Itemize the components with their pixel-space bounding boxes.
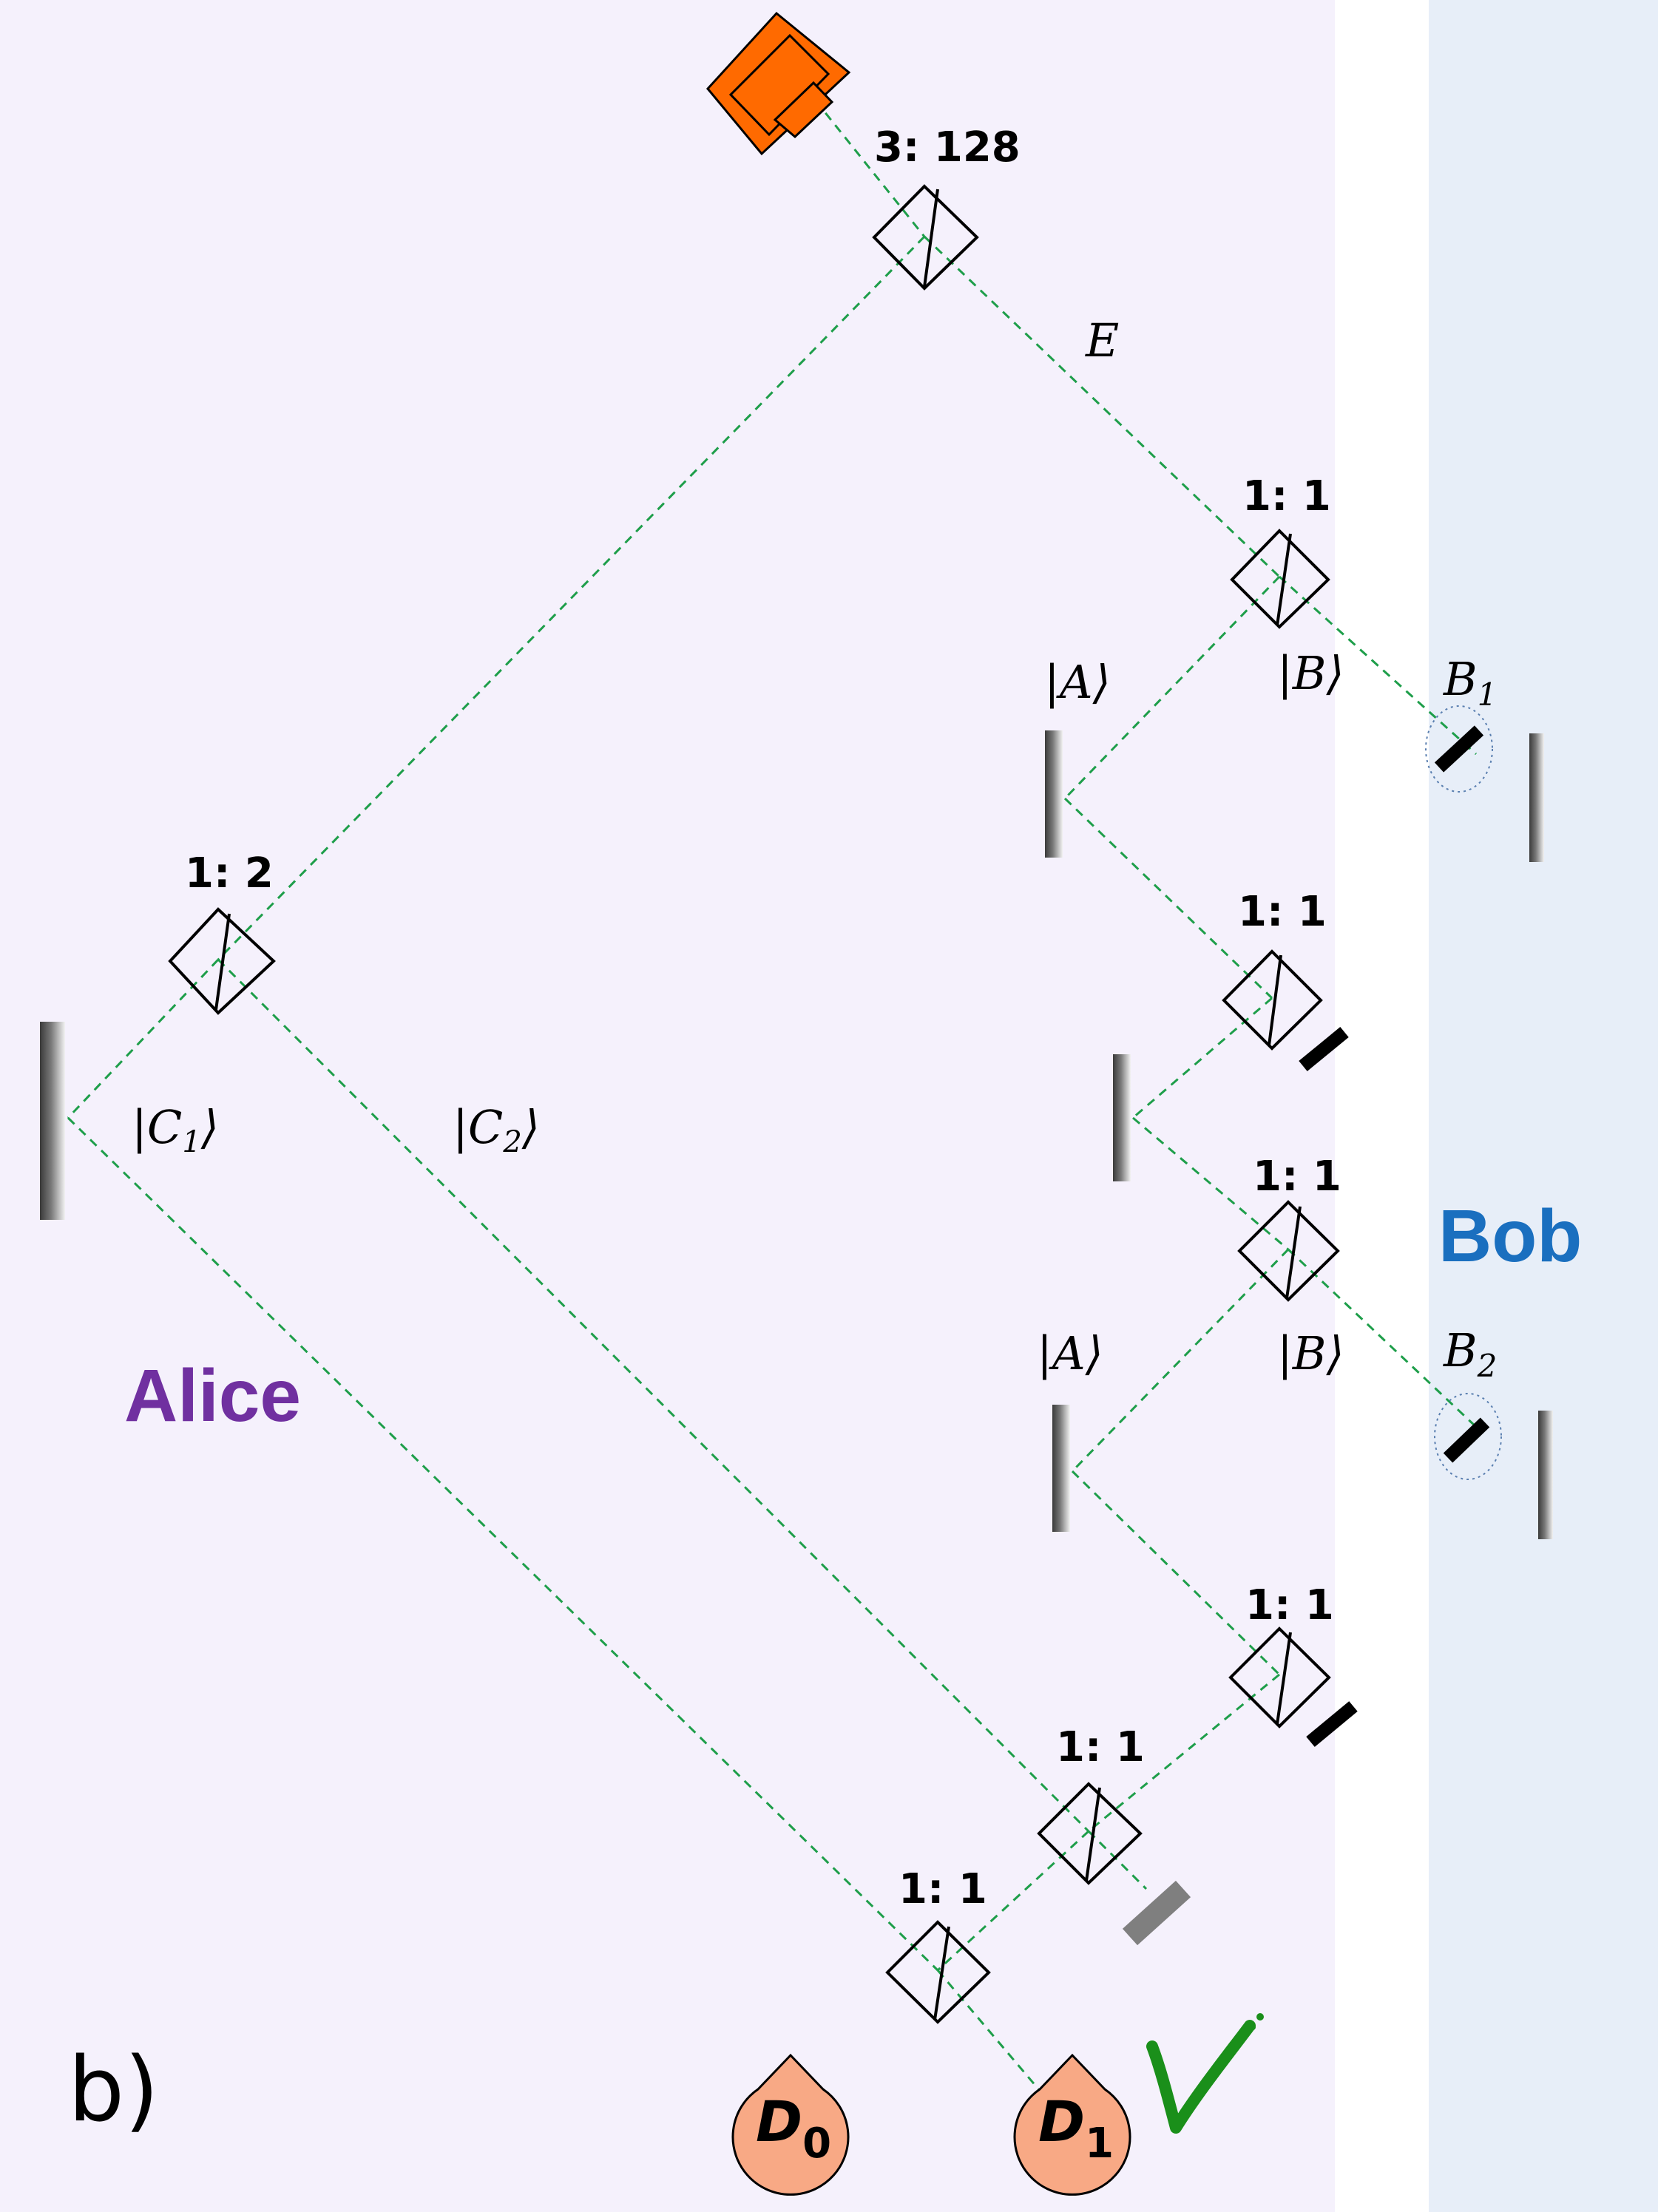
- label-B2: |B⟩: [1277, 1326, 1344, 1380]
- mirror: [1529, 733, 1544, 862]
- party-label-alice: Alice: [124, 1354, 301, 1437]
- mirror: [1052, 1405, 1070, 1532]
- beam-blocker: [1306, 1701, 1358, 1747]
- splitter-ratio: 1: 1: [1238, 888, 1327, 936]
- party-label-bob: Bob: [1438, 1195, 1582, 1278]
- beam-A2-return: [1071, 1470, 1281, 1676]
- beam-B2-arm: [1287, 1248, 1478, 1428]
- beam-splitter: [1037, 1782, 1143, 1885]
- bob-blocker-marker: [1425, 705, 1493, 793]
- beam-A1-arm: [1063, 575, 1281, 800]
- beam-B1-arm: [1278, 575, 1478, 756]
- label-C2: |C2⟩: [453, 1100, 540, 1159]
- label-C1: |C1⟩: [132, 1100, 219, 1159]
- splitter-ratio: 1: 1: [1245, 1581, 1334, 1629]
- mirror: [1045, 730, 1063, 858]
- splitter-ratio: 1: 2: [185, 849, 274, 898]
- alice-region: [0, 0, 1335, 2212]
- beam-splitter: [885, 1920, 991, 2024]
- splitter-ratio: 1: 1: [1056, 1723, 1145, 1771]
- checkmark-icon: [1146, 2020, 1256, 2134]
- detector-icon: [1013, 2053, 1131, 2196]
- bob-region: [1429, 0, 1658, 2212]
- beam-A2-arm: [1071, 1248, 1290, 1473]
- mirror: [1113, 1054, 1131, 1181]
- beam-splitter: [168, 907, 276, 1015]
- beam-to-merge: [1088, 1673, 1280, 1833]
- mirror: [40, 1022, 65, 1220]
- svg-text:D1: D1: [1038, 2089, 1114, 2168]
- splitter-ratio: 1: 1: [1253, 1153, 1341, 1201]
- label-B2-blocker: B2: [1443, 1323, 1497, 1384]
- beam-dump: [1122, 1880, 1191, 1946]
- splitter-ratio: 1: 1: [1242, 472, 1331, 520]
- beam-C1-return: [67, 1116, 939, 1972]
- label-A2: |A⟩: [1037, 1326, 1103, 1380]
- beam-merge-out: [1087, 1830, 1148, 1890]
- beam-paths: [67, 88, 1478, 2102]
- beam-final-to-D1: [936, 1970, 1050, 2102]
- mirror: [1538, 1411, 1553, 1539]
- beam-to-alice-arm: [217, 235, 926, 961]
- gap-region: [1335, 0, 1429, 2212]
- detector-D0: D0: [731, 2053, 850, 2196]
- beam-source-to-bs: [805, 88, 926, 237]
- label-A1: |A⟩: [1044, 655, 1111, 709]
- checkmark-dot: [1250, 2024, 1256, 2030]
- label-E: E: [1085, 313, 1119, 367]
- bob-blocker-marker: [1434, 1393, 1502, 1480]
- label-B1: |B⟩: [1277, 646, 1344, 700]
- beam-splitter: [1222, 949, 1323, 1051]
- splitter-ratio: 3: 128: [874, 123, 1021, 172]
- laser-source-icon: [706, 11, 851, 156]
- splitter-ratio: 1: 1: [899, 1865, 987, 1913]
- beam-splitter: [1228, 1626, 1331, 1728]
- beam-C2-arm: [217, 958, 1090, 1833]
- beam-splitter: [1230, 529, 1330, 629]
- detector-icon: [731, 2053, 850, 2196]
- detector-D1: D1: [1013, 2053, 1131, 2196]
- beam-E-arm: [923, 235, 1281, 578]
- beam-splitter: [872, 184, 979, 291]
- beam-mid-2: [1132, 1116, 1289, 1251]
- beam-splitter: [1237, 1200, 1340, 1302]
- label-B1-blocker: B1: [1443, 652, 1497, 713]
- beam-blocker: [1434, 725, 1484, 773]
- svg-text:D0: D0: [756, 2089, 831, 2168]
- beam-blocker: [1443, 1417, 1490, 1463]
- beam-A1-return: [1063, 797, 1273, 1000]
- panel-label: b): [68, 2039, 159, 2142]
- beam-blocker: [1299, 1027, 1349, 1071]
- checkmark-dot: [1256, 2013, 1264, 2021]
